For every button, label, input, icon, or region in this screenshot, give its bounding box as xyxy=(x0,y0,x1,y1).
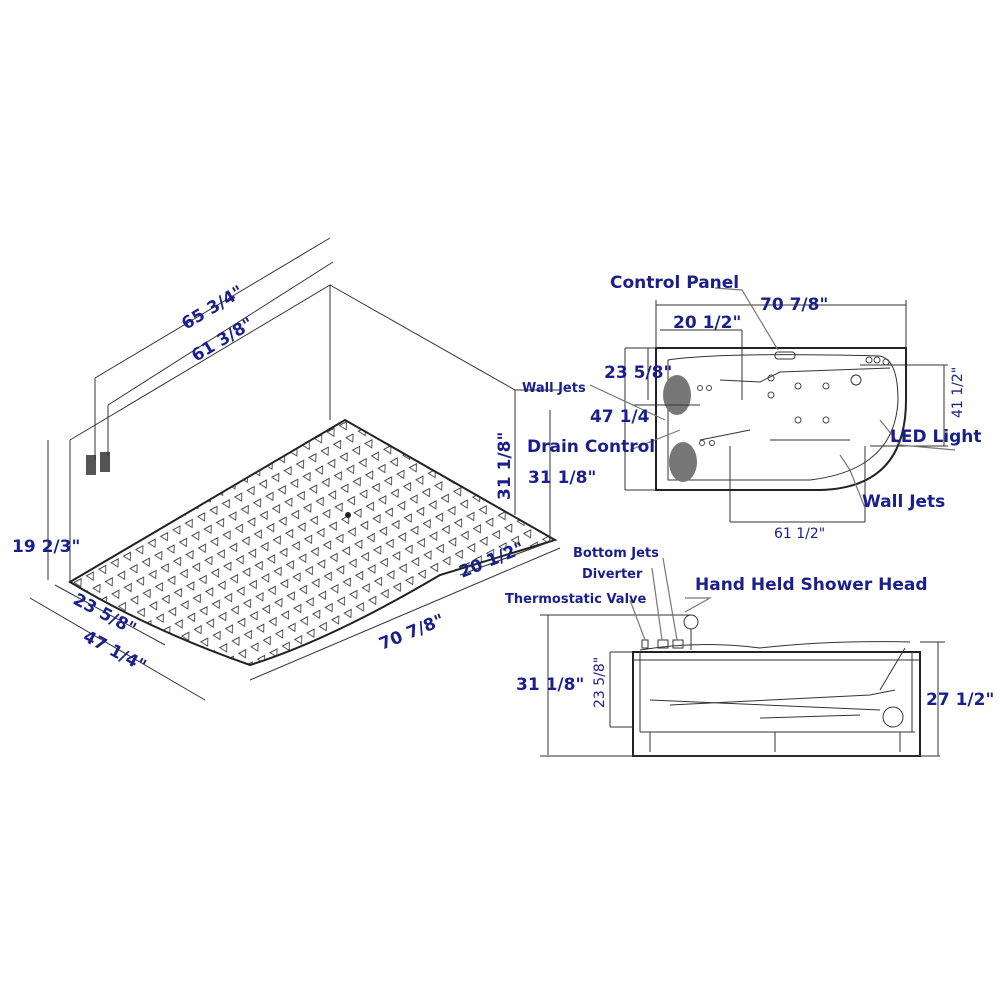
thermostatic-valve-knob xyxy=(641,639,649,649)
iso-dim-length: 70 7/8" xyxy=(376,611,447,655)
side-view-leaders xyxy=(629,557,713,641)
label-drain-control: Drain Control xyxy=(527,437,655,457)
side-view: Bottom Jets Diverter Thermostatic Valve … xyxy=(505,546,994,757)
iso-dim-lines xyxy=(29,237,561,701)
top-dim-length: 70 7/8" xyxy=(760,295,828,315)
top-dim-vertical-right: 41 1/2" xyxy=(950,367,966,418)
control-panel-shape xyxy=(774,351,796,360)
side-view-details xyxy=(633,641,920,752)
iso-dim-right-width: 31 1/8" xyxy=(495,432,515,500)
jet-dots xyxy=(697,356,890,446)
shower-head xyxy=(683,614,699,630)
top-dim-offset: 20 1/2" xyxy=(673,313,741,333)
side-dim-total-height: 31 1/8" xyxy=(516,675,584,695)
iso-dim-total-depth: 47 1/4" xyxy=(80,627,150,677)
isometric-room-view: 65 3/4" 61 3/8" 19 2/3" 23 5/8" 47 1/4" … xyxy=(12,237,561,701)
label-diverter: Diverter xyxy=(582,567,643,582)
pump-wheel xyxy=(882,706,904,728)
shower-head-top xyxy=(850,374,862,386)
iso-faucet-2 xyxy=(100,452,110,472)
label-bottom-jets: Bottom Jets xyxy=(573,546,659,561)
label-wall-jets-right: Wall Jets xyxy=(862,492,945,512)
top-view-outline xyxy=(655,347,907,491)
top-dim-depth-total: 47 1/4 xyxy=(590,407,650,427)
iso-drain xyxy=(345,512,351,518)
side-dim-tub-height: 27 1/2" xyxy=(926,690,994,710)
iso-floor-tub xyxy=(68,418,558,667)
top-view-basin xyxy=(667,354,899,481)
label-hand-held-shower-head: Hand Held Shower Head xyxy=(695,575,928,595)
iso-faucet xyxy=(86,455,96,475)
top-dim-depth-right: 31 1/8" xyxy=(528,468,596,488)
top-dim-depth-small: 23 5/8" xyxy=(604,363,672,383)
label-control-panel: Control Panel xyxy=(610,273,739,293)
side-dim-lines xyxy=(540,614,945,757)
top-view-leaders xyxy=(589,287,956,509)
iso-dim-height: 19 2/3" xyxy=(12,537,80,557)
label-led-light: LED Light xyxy=(890,427,982,447)
diverter-knob xyxy=(657,639,669,649)
side-view-outline xyxy=(632,651,921,757)
label-thermostatic-valve: Thermostatic Valve xyxy=(505,592,647,607)
top-view: Control Panel 70 7/8" 20 1/2" 23 5/8" Wa… xyxy=(522,273,982,542)
side-dim-inner-height: 23 5/8" xyxy=(592,657,608,708)
top-dim-bottom: 61 1/2" xyxy=(774,526,825,542)
bottom-jets-knob xyxy=(672,639,684,649)
top-view-dim-lines xyxy=(624,300,948,523)
label-wall-jets-left: Wall Jets xyxy=(522,381,586,396)
headrest-lower xyxy=(669,442,697,482)
